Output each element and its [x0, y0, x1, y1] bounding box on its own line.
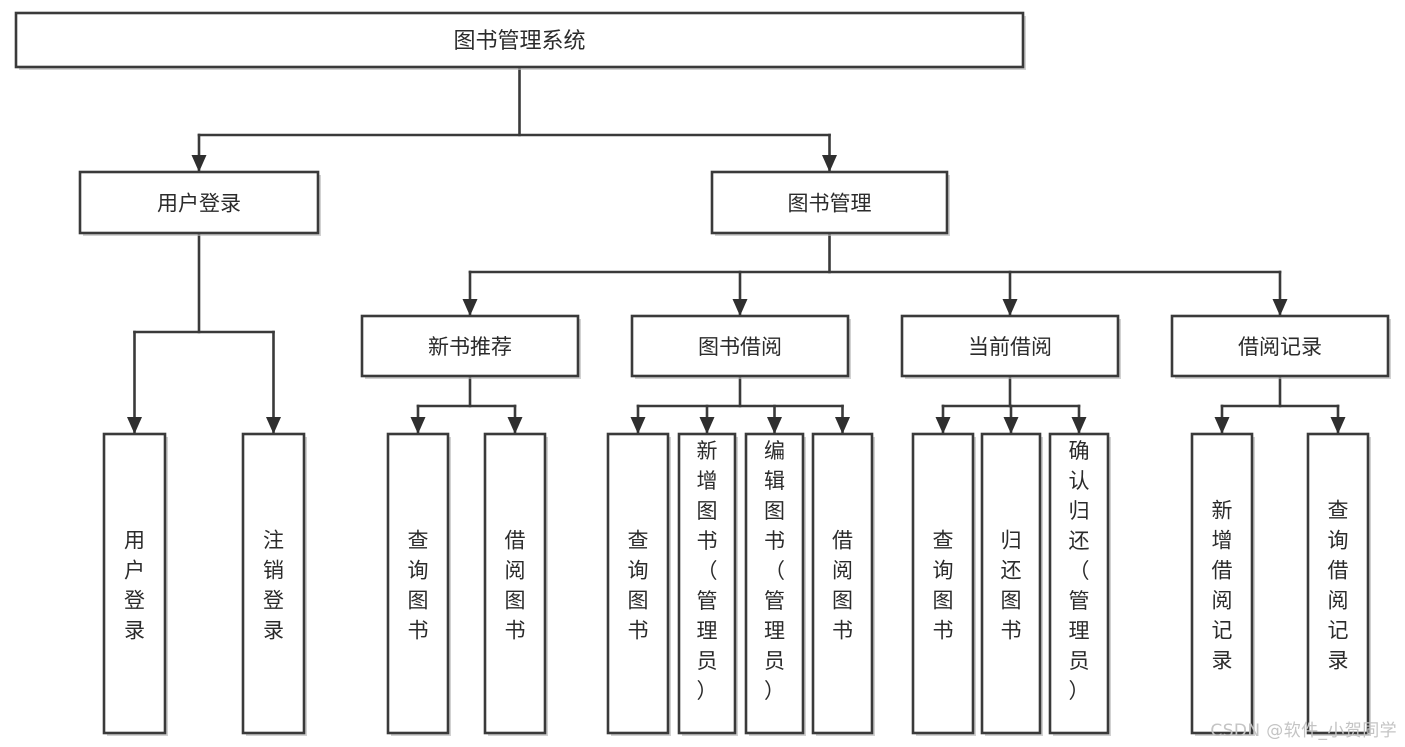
- node-leaf-return-book[interactable]: 归还图书: [980, 432, 1043, 736]
- node-borrow-record-rect[interactable]: [1170, 314, 1390, 378]
- node-book-manage-rect[interactable]: [710, 170, 949, 235]
- arrow-head-icon: [1003, 417, 1019, 434]
- node-leaf-confirm-return-rect[interactable]: [1048, 432, 1110, 735]
- node-leaf-edit-book-label: 编辑图书（管理员）: [764, 439, 785, 703]
- node-book-borrow-rect[interactable]: [630, 314, 850, 378]
- node-leaf-query-record[interactable]: 查询借阅记录: [1306, 432, 1371, 736]
- node-borrow-record-label: 借阅记录: [1238, 335, 1322, 359]
- node-root-system[interactable]: 图书管理系统: [14, 11, 1026, 70]
- node-leaf-query-book-3-rect[interactable]: [911, 432, 975, 735]
- node-leaf-query-book-2-label: 查询图书: [628, 529, 649, 643]
- node-new-book-rec-rect[interactable]: [360, 314, 580, 378]
- arrow-head-icon: [507, 417, 523, 434]
- node-user-login-label: 用户登录: [157, 192, 241, 216]
- arrow-head-icon: [767, 417, 782, 434]
- node-leaf-add-record[interactable]: 新增借阅记录: [1190, 432, 1255, 736]
- node-leaf-user-login-rect[interactable]: [102, 432, 167, 735]
- node-leaf-borrow-book-2-rect[interactable]: [811, 432, 874, 735]
- node-leaf-user-login[interactable]: 用户登录: [102, 432, 168, 736]
- node-leaf-edit-book[interactable]: 编辑图书（管理员）: [744, 432, 806, 736]
- node-leaf-logout-rect[interactable]: [241, 432, 306, 735]
- node-leaf-user-login-label: 用户登录: [124, 529, 145, 643]
- node-leaf-query-book-3-label: 查询图书: [933, 529, 954, 643]
- node-leaf-query-book-1[interactable]: 查询图书: [386, 432, 451, 736]
- node-new-book-rec[interactable]: 新书推荐: [360, 314, 581, 379]
- node-book-borrow-label: 图书借阅: [698, 335, 782, 359]
- node-leaf-logout[interactable]: 注销登录: [241, 432, 307, 736]
- arrow-head-icon: [1002, 299, 1018, 316]
- node-leaf-return-book-label: 归还图书: [1001, 529, 1022, 643]
- node-root-label: 图书管理系统: [453, 29, 585, 54]
- node-leaf-borrow-book-1-rect[interactable]: [483, 432, 547, 735]
- node-book-manage-label: 图书管理: [788, 192, 872, 216]
- node-user-login[interactable]: 用户登录: [78, 170, 321, 236]
- node-leaf-add-record-label: 新增借阅记录: [1212, 499, 1233, 673]
- node-leaf-query-record-rect[interactable]: [1306, 432, 1370, 735]
- node-leaf-add-book[interactable]: 新增图书（管理员）: [677, 432, 738, 736]
- arrow-head-icon: [1071, 417, 1087, 434]
- node-current-borrow-rect[interactable]: [900, 314, 1120, 378]
- arrow-head-icon: [1330, 417, 1346, 434]
- node-new-book-rec-label: 新书推荐: [428, 335, 512, 359]
- node-current-borrow[interactable]: 当前借阅: [900, 314, 1121, 379]
- node-leaf-edit-book-rect[interactable]: [744, 432, 805, 735]
- arrow-head-icon: [1272, 299, 1288, 316]
- node-leaf-add-book-label: 新增图书（管理员）: [697, 439, 718, 703]
- node-leaf-add-book-rect[interactable]: [677, 432, 737, 735]
- arrow-head-icon: [462, 299, 478, 316]
- arrow-head-icon: [410, 417, 426, 434]
- arrow-head-icon: [699, 417, 715, 434]
- node-leaf-query-book-2-rect[interactable]: [606, 432, 670, 735]
- node-leaf-query-book-3[interactable]: 查询图书: [911, 432, 976, 736]
- node-book-manage[interactable]: 图书管理: [710, 170, 950, 236]
- arrow-head-icon: [266, 417, 281, 434]
- node-leaf-borrow-book-1-label: 借阅图书: [505, 529, 526, 643]
- node-leaf-return-book-rect[interactable]: [980, 432, 1042, 735]
- node-leaf-borrow-book-2[interactable]: 借阅图书: [811, 432, 875, 736]
- arrow-head-icon: [822, 155, 837, 172]
- node-book-borrow[interactable]: 图书借阅: [630, 314, 851, 379]
- node-user-login-rect[interactable]: [78, 170, 320, 235]
- node-leaf-query-book-2[interactable]: 查询图书: [606, 432, 671, 736]
- arrow-head-icon: [835, 417, 850, 434]
- node-current-borrow-label: 当前借阅: [968, 335, 1052, 359]
- node-leaf-borrow-book-2-label: 借阅图书: [832, 529, 853, 643]
- arrow-head-icon: [1214, 417, 1230, 434]
- arrow-head-icon: [732, 299, 748, 316]
- node-leaf-logout-label: 注销登录: [263, 529, 284, 643]
- node-borrow-record[interactable]: 借阅记录: [1170, 314, 1391, 379]
- node-root-system-rect[interactable]: [14, 11, 1025, 69]
- node-leaf-add-record-rect[interactable]: [1190, 432, 1254, 735]
- node-layer: 图书管理系统用户登录图书管理新书推荐图书借阅当前借阅借阅记录用户登录注销登录查询…: [14, 11, 1391, 736]
- node-leaf-confirm-return-label: 确认归还（管理员）: [1069, 439, 1090, 703]
- arrow-head-icon: [630, 417, 646, 434]
- connector-layer: [127, 65, 1346, 434]
- node-leaf-confirm-return[interactable]: 确认归还（管理员）: [1048, 432, 1111, 736]
- node-leaf-borrow-book-1[interactable]: 借阅图书: [483, 432, 548, 736]
- arrow-head-icon: [935, 417, 951, 434]
- arrow-head-icon: [127, 417, 142, 434]
- node-leaf-query-record-label: 查询借阅记录: [1328, 499, 1349, 673]
- node-leaf-query-book-1-rect[interactable]: [386, 432, 450, 735]
- node-leaf-query-book-1-label: 查询图书: [408, 529, 429, 643]
- arrow-head-icon: [191, 155, 207, 172]
